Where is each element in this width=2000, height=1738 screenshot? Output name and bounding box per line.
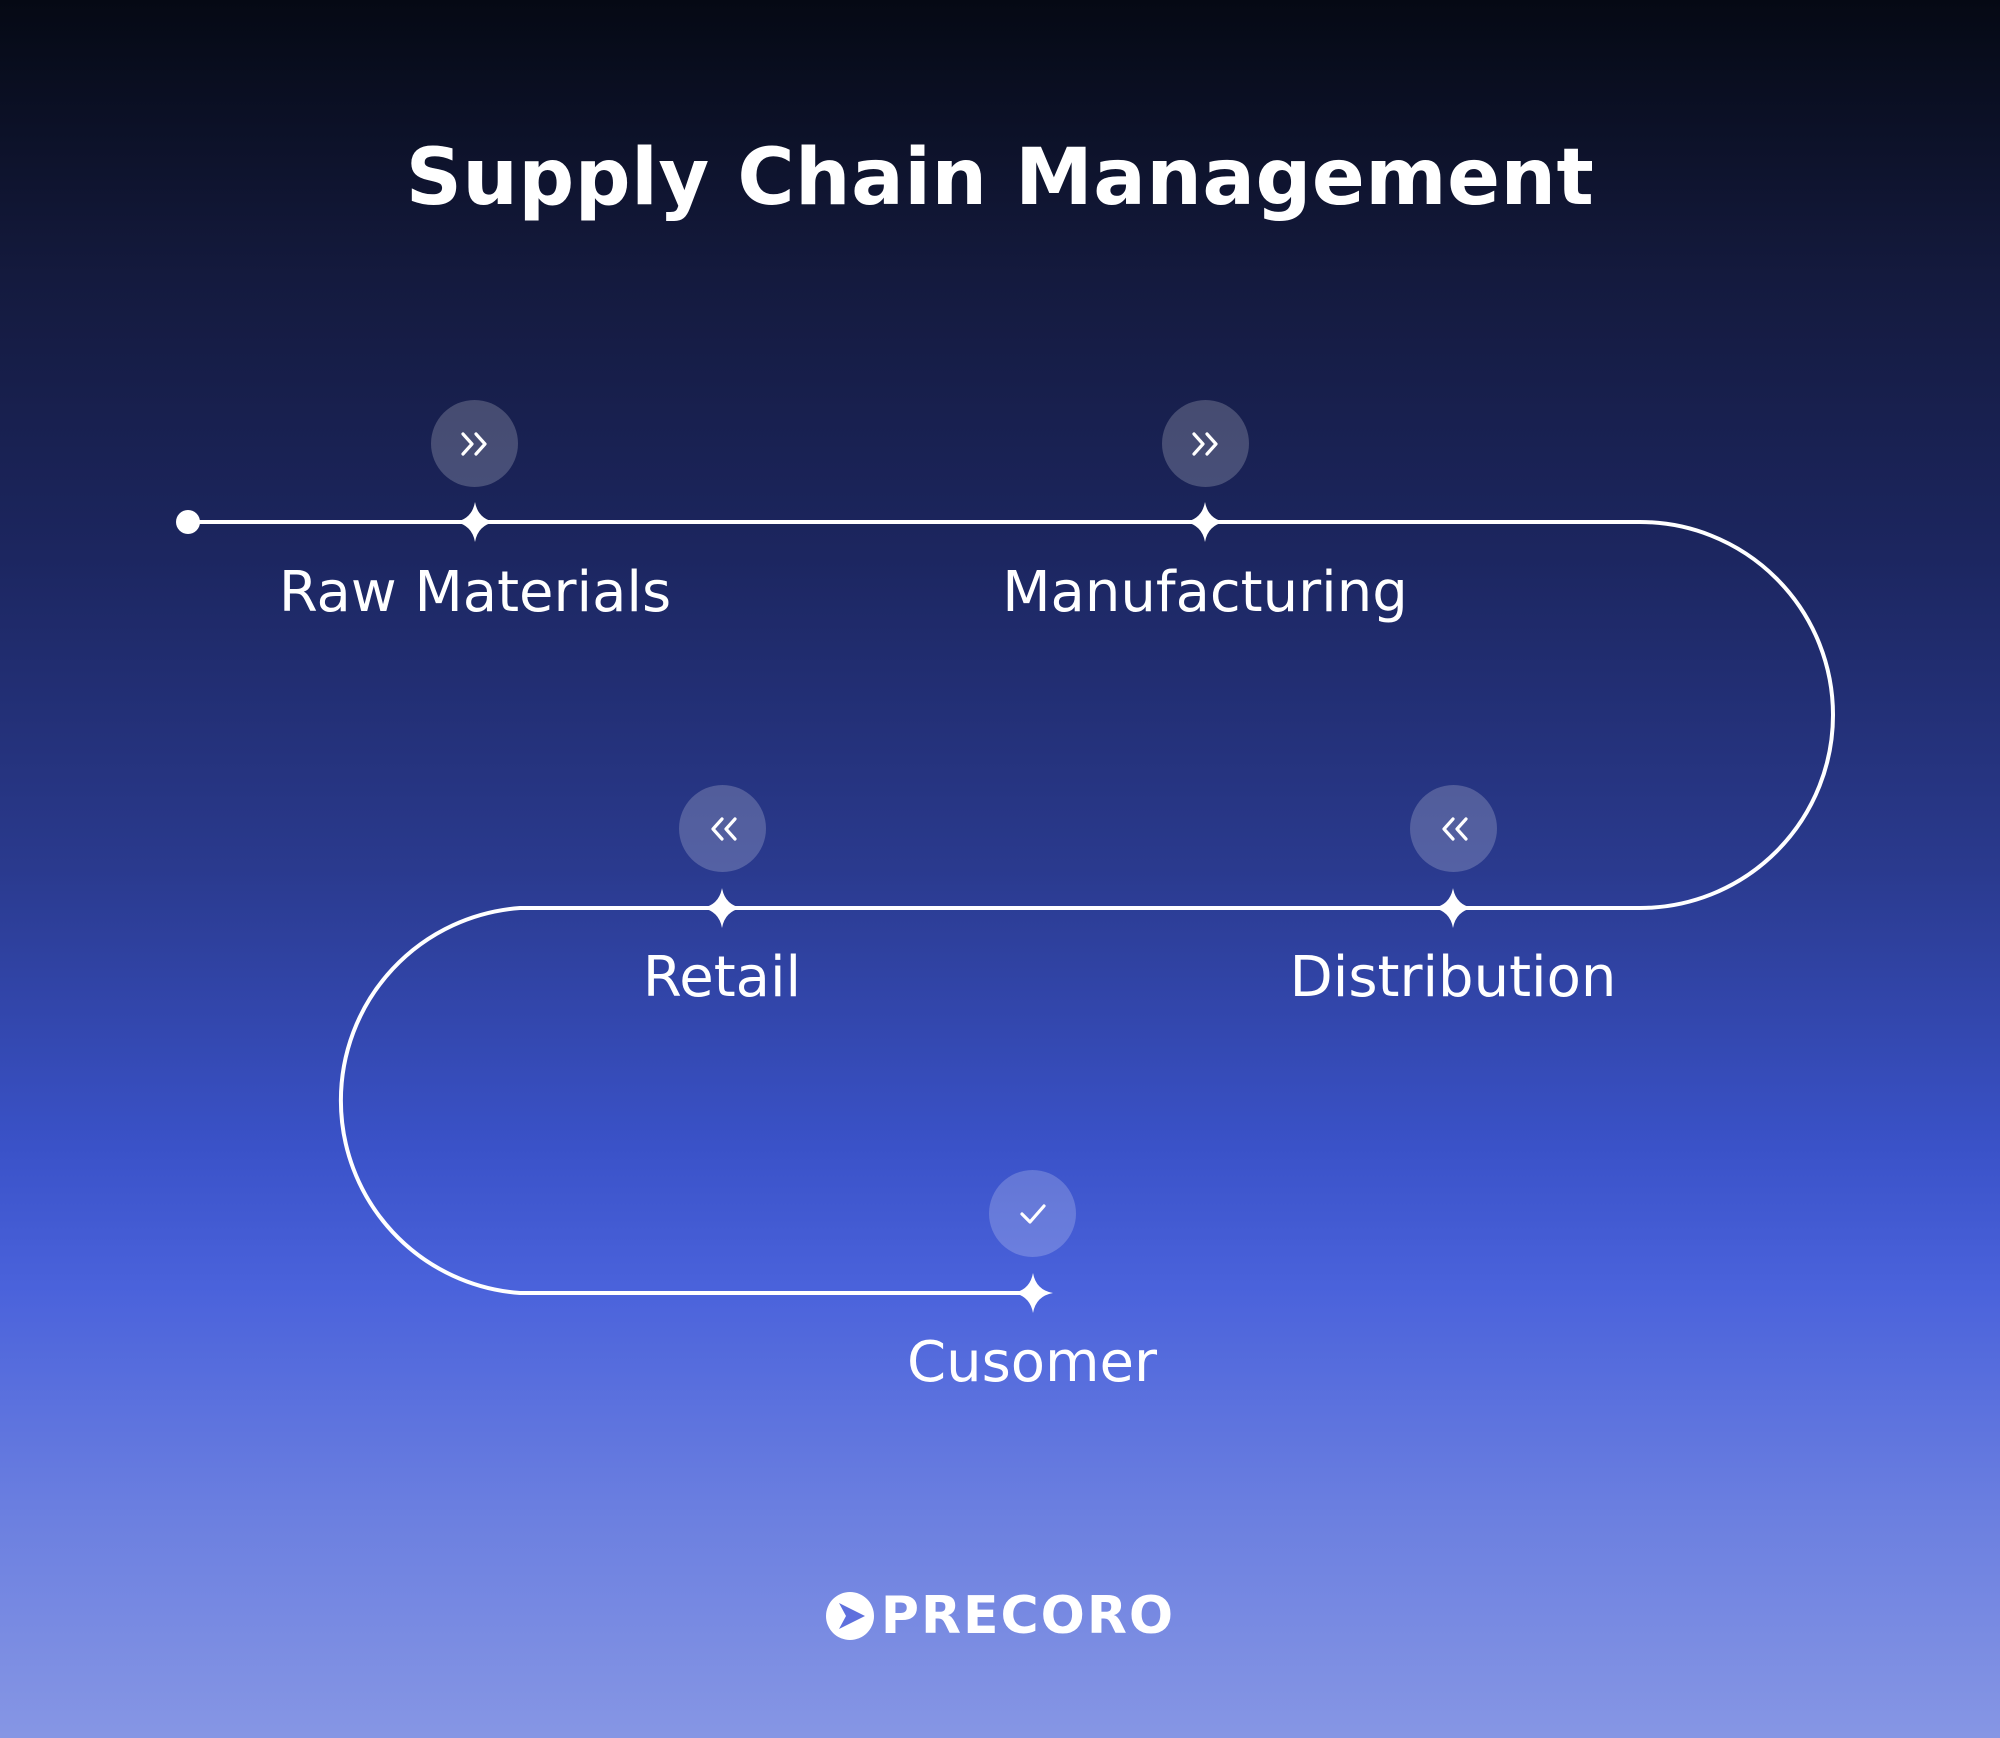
start-dot bbox=[176, 510, 200, 534]
stage-label-distribution: Distribution bbox=[1289, 945, 1617, 1010]
stage-label-raw-materials: Raw Materials bbox=[278, 560, 672, 625]
flow-line bbox=[188, 520, 1835, 1295]
sparkle-marker-raw-materials bbox=[455, 502, 495, 542]
sparkle-marker-customer bbox=[1013, 1273, 1053, 1313]
diagram-title: Supply Chain Management bbox=[405, 133, 1595, 223]
stage-badge-raw-materials bbox=[431, 400, 518, 487]
sparkle-marker-manufacturing bbox=[1185, 502, 1225, 542]
brand-name: PRECORO bbox=[880, 1586, 1176, 1646]
sparkle-marker-retail bbox=[702, 888, 742, 928]
chevrons-right-icon bbox=[1191, 431, 1218, 456]
stage-badge-customer bbox=[989, 1170, 1076, 1257]
stage-label-manufacturing: Manufacturing bbox=[1002, 560, 1408, 625]
sparkle-marker-distribution bbox=[1433, 888, 1473, 928]
stage-badge-distribution bbox=[1410, 785, 1497, 872]
brand-footer: PRECORO bbox=[0, 1584, 2000, 1648]
check-icon bbox=[1019, 1203, 1046, 1224]
chevrons-left-icon bbox=[1441, 816, 1468, 841]
stage-label-retail: Retail bbox=[642, 945, 802, 1010]
stage-badge-manufacturing bbox=[1162, 400, 1249, 487]
chevrons-left-icon bbox=[710, 816, 737, 841]
chevrons-right-icon bbox=[460, 431, 487, 456]
stage-label-customer: Cusomer bbox=[906, 1330, 1158, 1395]
stage-badge-retail bbox=[679, 785, 766, 872]
precoro-logo-icon bbox=[825, 1592, 874, 1640]
